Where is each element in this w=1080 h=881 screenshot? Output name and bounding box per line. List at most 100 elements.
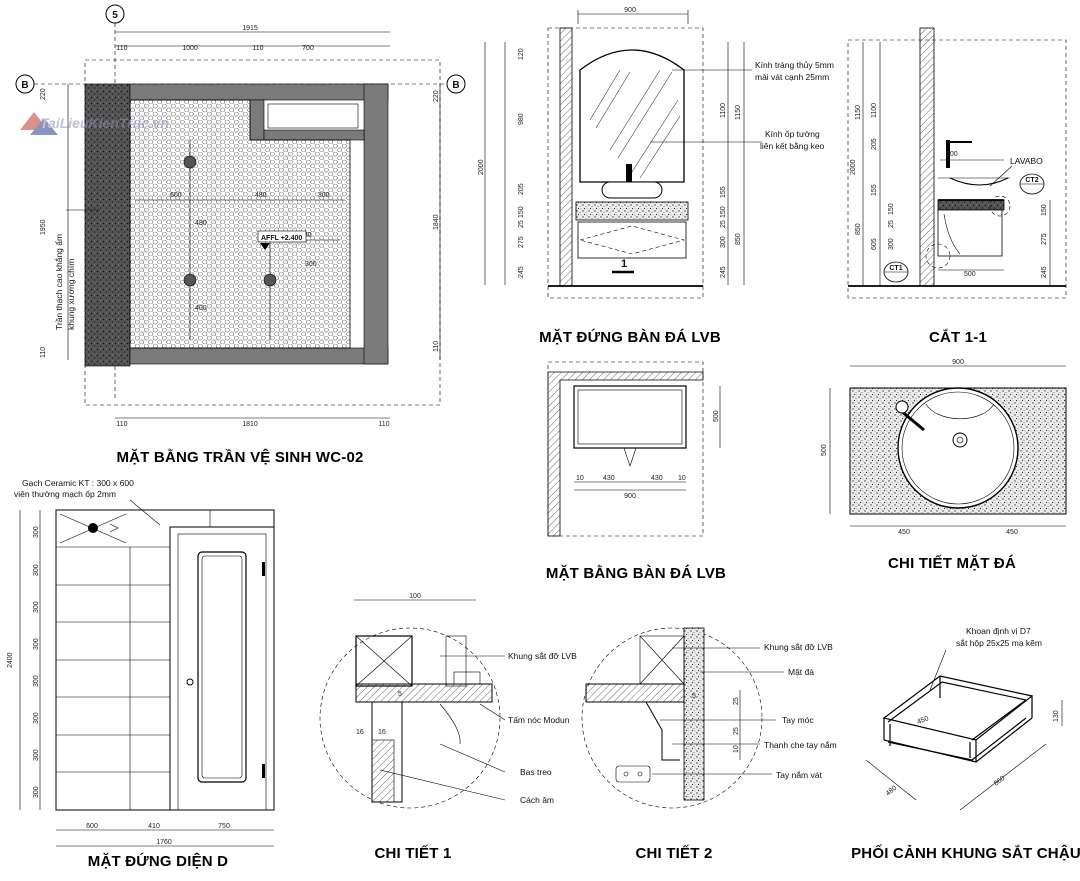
ceiling-dim-top-3: 110 bbox=[252, 45, 263, 52]
basin bbox=[601, 181, 663, 199]
lvb-dim-right-6: 300 bbox=[720, 236, 727, 248]
detail2-callout-3: Tay móc bbox=[782, 715, 814, 725]
elev-d-row-2: 300 bbox=[33, 564, 40, 576]
detail1-callout-4: Cách âm bbox=[520, 795, 554, 805]
section-dim-3: 1100 bbox=[871, 103, 878, 118]
wall-bottom bbox=[129, 347, 389, 365]
ceiling-dim-bottom-3: 110 bbox=[378, 421, 389, 428]
detail-2: 5 25 25 10 Khung sắt đỡ LVB Mặt đá Tay m… bbox=[581, 627, 837, 862]
ceiling-dim-top-1: 110 bbox=[116, 45, 127, 52]
detail1-dim-b: 16 bbox=[356, 729, 364, 736]
lvb-dim-right-4: 150 bbox=[720, 206, 727, 218]
section-mark-1: 1 bbox=[621, 258, 627, 270]
detail-1: 100 5 16 16 Khung sắt đỡ LVB Tấm nóc Mod… bbox=[319, 593, 577, 862]
lvb-plan-dim-b1: 10 bbox=[576, 475, 584, 482]
detail1-callout-2: Tấm nóc Modun bbox=[508, 715, 570, 725]
lvb-plan-top bbox=[573, 385, 687, 449]
title-lvb-plan: MẶT BẰNG BÀN ĐÁ LVB bbox=[546, 564, 726, 582]
elev-d-b2: 410 bbox=[148, 823, 160, 830]
section-dim-r2: 275 bbox=[1041, 233, 1048, 245]
detail2-slab bbox=[585, 683, 685, 703]
section-dim-7: 25 bbox=[888, 220, 895, 228]
ceiling-plan: 5 B B 1915 110 1000 110 700 220 1950 110… bbox=[15, 4, 466, 466]
stone-countertop bbox=[575, 201, 689, 221]
lvb-plan-dim-b4: 10 bbox=[678, 475, 686, 482]
elev-d-b3: 750 bbox=[218, 823, 230, 830]
lvb-dim-right-5: 25 bbox=[720, 220, 727, 228]
lvb-dim-left-total: 2000 bbox=[478, 159, 485, 175]
note-glue-2: liên kết bằng keo bbox=[760, 141, 825, 151]
ceiling-dim-bottom-2: 1810 bbox=[242, 421, 258, 428]
lvb-dim-left-1: 120 bbox=[518, 48, 525, 60]
lvb-plan-dim-b2: 430 bbox=[603, 475, 615, 482]
grid-label-b-left: B bbox=[21, 80, 28, 91]
door-handle[interactable] bbox=[186, 678, 194, 686]
detail2-dim-3: 25 bbox=[733, 727, 740, 735]
section-dim-9: 605 bbox=[871, 238, 878, 250]
steel-frame bbox=[882, 675, 1034, 763]
grid-label-5: 5 bbox=[112, 10, 118, 21]
lvb-dim-right-3: 155 bbox=[720, 186, 727, 198]
door-panel bbox=[197, 551, 247, 783]
section-countertop bbox=[937, 199, 1005, 211]
section-1-1: 2000 1150 1100 205 155 150 25 850 605 30… bbox=[847, 27, 1067, 346]
grid-label-b-right: B bbox=[452, 80, 459, 91]
section-dim-8: 850 bbox=[855, 223, 862, 235]
detail2-dim-1: 5 bbox=[692, 693, 696, 700]
round-basin bbox=[897, 387, 1019, 509]
wall-hatch-left bbox=[84, 83, 131, 367]
watermark-logo: TaiLieuKienTruc.vn bbox=[20, 112, 169, 135]
elev-d-row-6: 300 bbox=[33, 712, 40, 724]
ceiling-side-note-1: Trần thạch cao khắng ẩm bbox=[54, 234, 64, 330]
lvb-dim-left-7: 245 bbox=[518, 266, 525, 278]
note-mirror-1: Kính tráng thủy 5mm bbox=[755, 60, 834, 70]
frame-perspective: Khoan định vị D7 sắt hộp 25x25 mạ kẽm 45… bbox=[851, 626, 1080, 862]
door-leaf[interactable] bbox=[177, 533, 267, 811]
note-tile-1: Gạch Ceramic KT : 300 x 600 bbox=[22, 478, 134, 488]
elev-d-total: 2400 bbox=[7, 652, 14, 668]
section-dim-4: 205 bbox=[871, 138, 878, 150]
lvb-dim-left-4: 150 bbox=[518, 206, 525, 218]
title-frame-perspective: PHỐI CẢNH KHUNG SẮT CHẬU bbox=[851, 844, 1080, 862]
level-tag-text: AFFL +2.400 bbox=[261, 235, 302, 242]
ceiling-light bbox=[183, 273, 197, 287]
title-lvb-elevation: MẶT ĐỨNG BÀN ĐÁ LVB bbox=[539, 328, 721, 346]
grid-bubble-5: 5 bbox=[105, 4, 125, 400]
frame-note-1: Khoan định vị D7 bbox=[966, 626, 1031, 636]
section-dim-r1: 150 bbox=[1041, 204, 1048, 216]
detail1-callout-3: Bas treo bbox=[520, 767, 552, 777]
detail1-dim-a: 5 bbox=[398, 691, 402, 698]
grid-bubble-b-right: B bbox=[446, 74, 466, 94]
detail2-dim-4: 10 bbox=[733, 745, 740, 753]
lvb-dim-right-7: 850 bbox=[735, 233, 742, 245]
ceiling-side-note-2: khung xương chìm bbox=[66, 259, 76, 330]
frame-dim-1: 450 bbox=[916, 715, 929, 726]
ceiling-dim-right-1: 220 bbox=[433, 90, 440, 102]
stone-dim-left: 500 bbox=[821, 444, 828, 456]
ceiling-dim-top-total: 1915 bbox=[242, 25, 258, 32]
faucet bbox=[946, 140, 950, 168]
lvb-plan-dim-total: 900 bbox=[624, 493, 636, 500]
tag-ct2-text: CT2 bbox=[1025, 177, 1038, 184]
lvb-dim-left-2: 980 bbox=[518, 113, 525, 125]
wall-top bbox=[129, 83, 389, 101]
elev-d-row-8: 300 bbox=[33, 786, 40, 798]
detail1-dim-top: 100 bbox=[409, 593, 421, 600]
section-dim-2: 1150 bbox=[855, 105, 862, 120]
section-dim-10: 300 bbox=[888, 238, 895, 250]
watermark-text: TaiLieuKienTruc.vn bbox=[40, 115, 169, 131]
ceiling-light bbox=[263, 273, 277, 287]
elev-d-row-3: 300 bbox=[33, 601, 40, 613]
lvb-plan: 500 10 430 430 10 900 MẶT BẰNG BÀN ĐÁ LV… bbox=[546, 361, 726, 582]
section-dim-5: 155 bbox=[871, 184, 878, 196]
ceiling-inner-6: 400 bbox=[195, 305, 207, 312]
elev-d-row-4: 300 bbox=[33, 638, 40, 650]
section-width-bottom: 500 bbox=[964, 271, 976, 278]
title-elevation-d: MẶT ĐỨNG DIỆN D bbox=[88, 852, 228, 870]
stone-detail: 900 500 450 450 CHI TIẾT MẶT ĐÁ bbox=[821, 359, 1067, 572]
tag-ct1-text: CT1 bbox=[889, 265, 902, 272]
frame-dim-4: 860 bbox=[993, 775, 1007, 788]
section-dim-1: 2000 bbox=[850, 159, 857, 175]
title-stone-detail: CHI TIẾT MẶT ĐÁ bbox=[888, 555, 1016, 572]
